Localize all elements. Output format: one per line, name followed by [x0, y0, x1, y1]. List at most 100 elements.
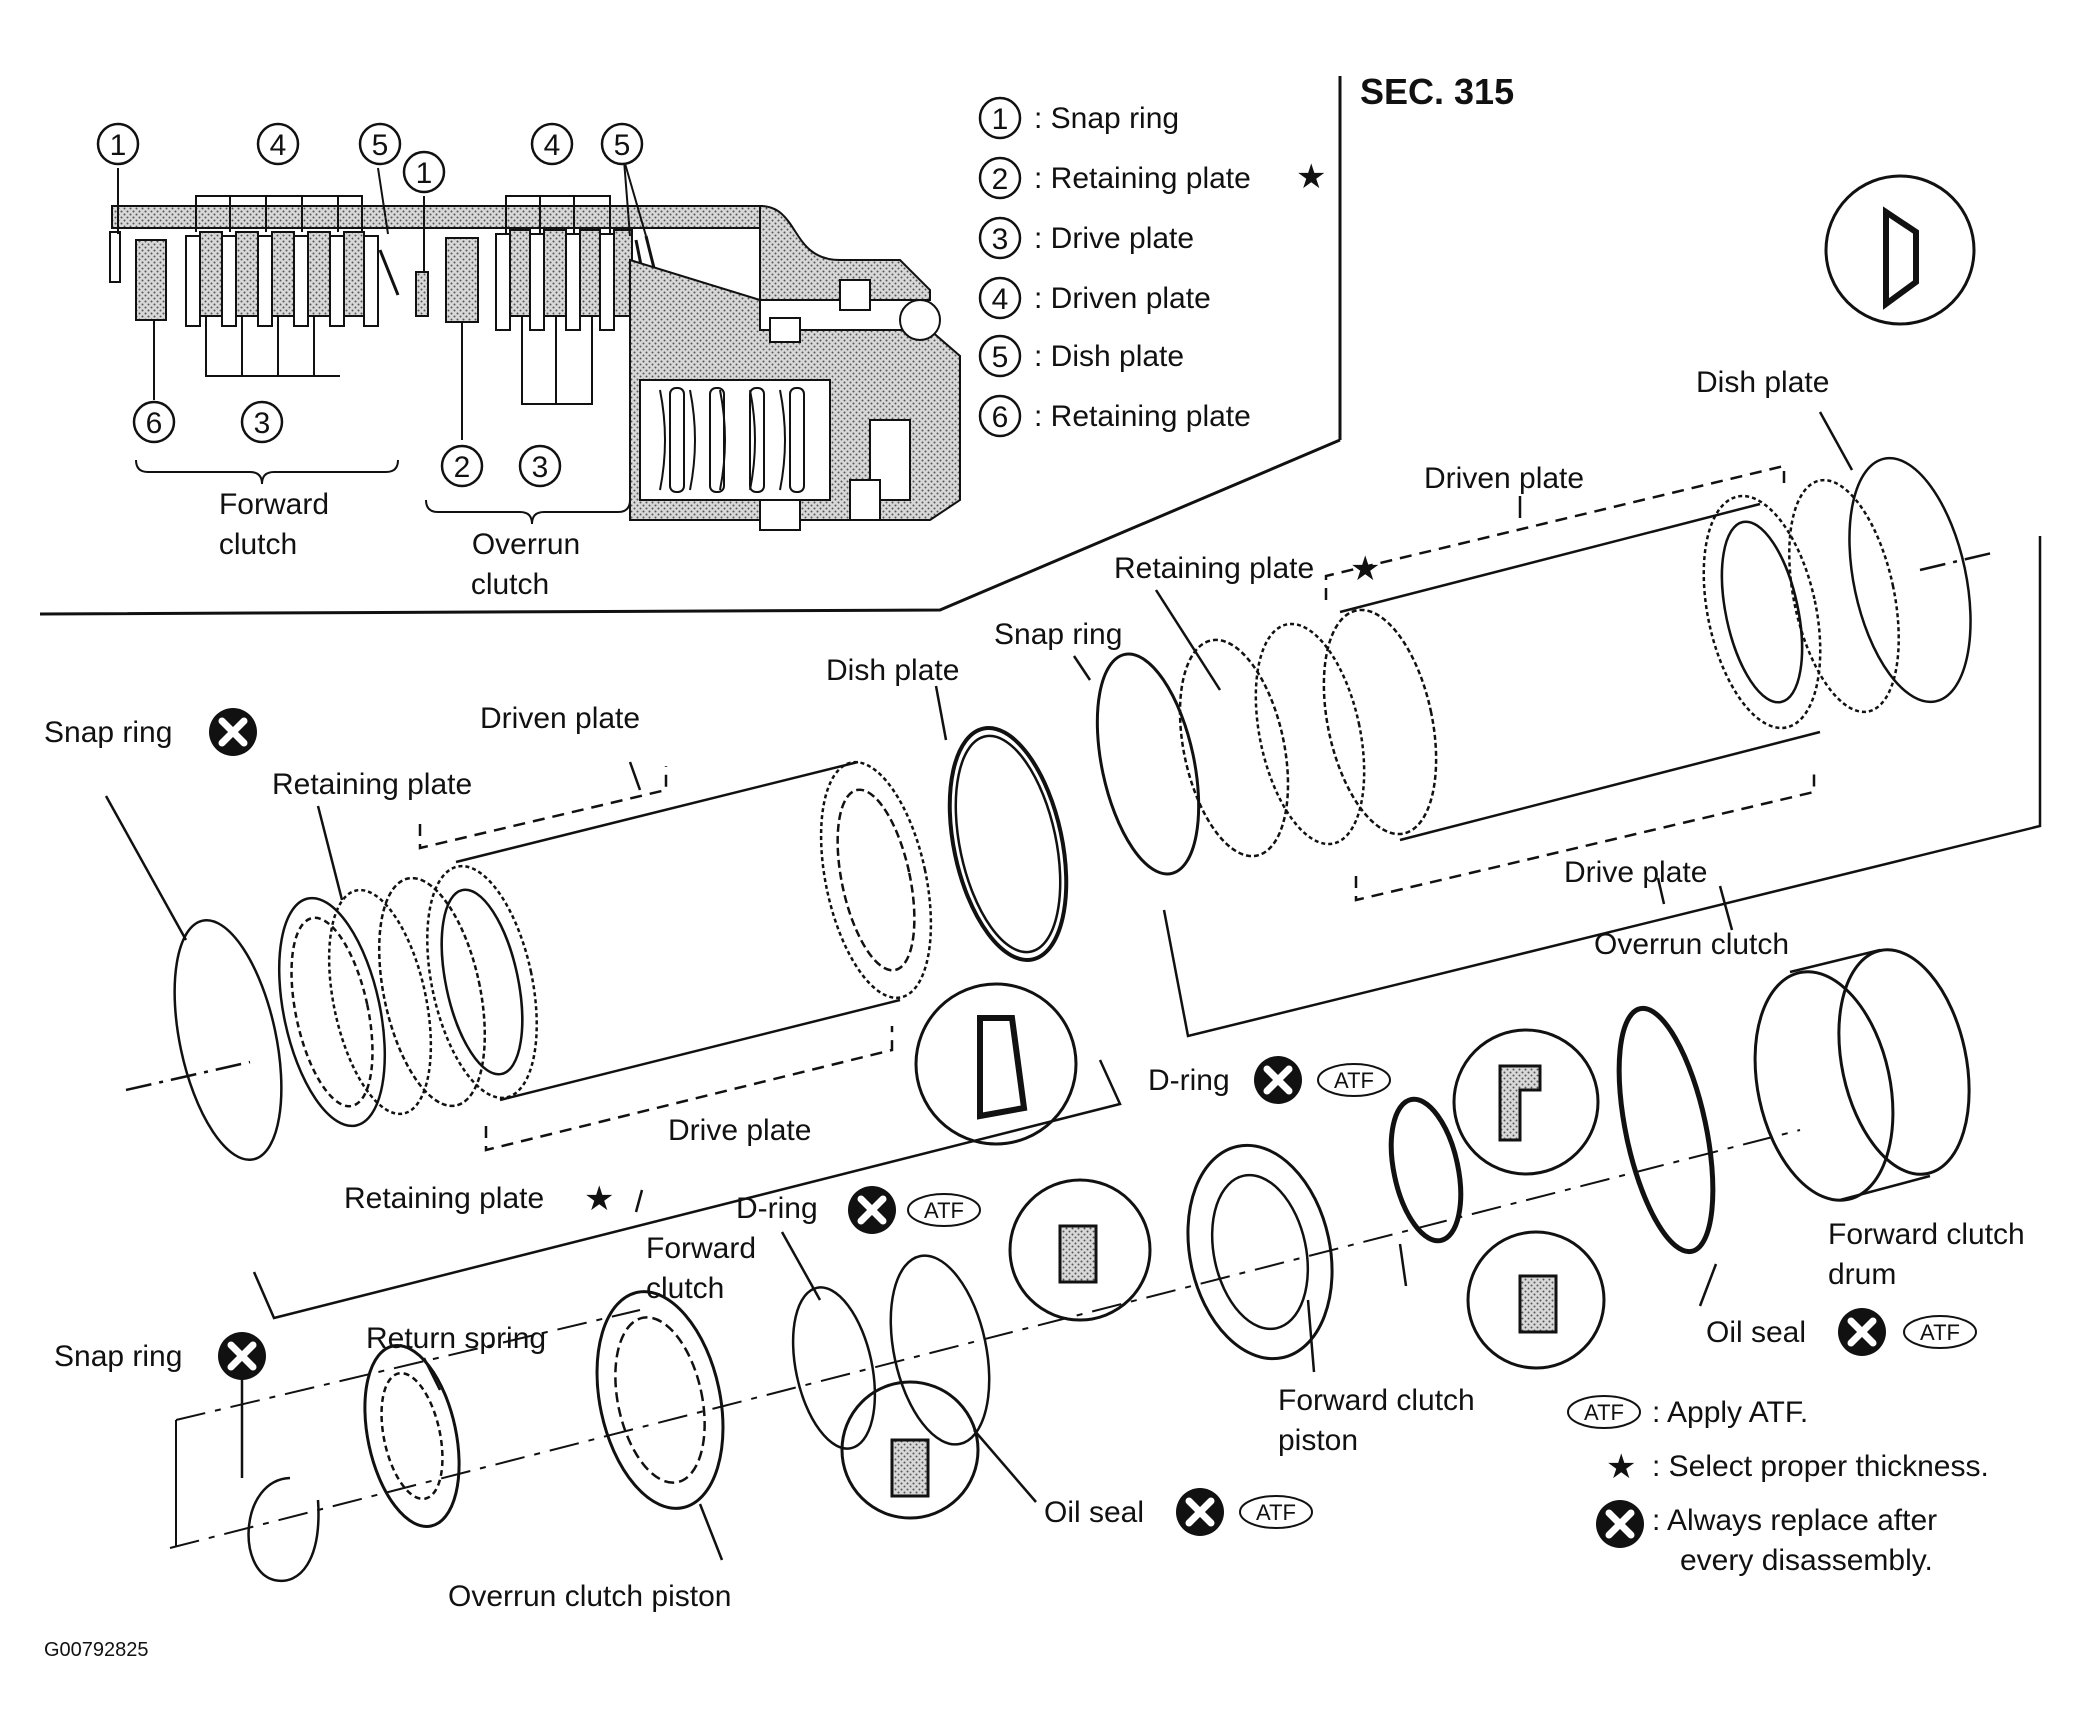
label-snap-ring-top: Snap ring [44, 716, 172, 749]
replace-icon [848, 1186, 896, 1234]
inset-forward-clutch-label1: Forward [219, 488, 329, 521]
svg-text:: Dish plate: : Dish plate [1034, 340, 1184, 373]
svg-text:1: 1 [992, 103, 1009, 136]
replace-icon [209, 708, 257, 756]
label-driven-plate-left: Driven plate [480, 702, 640, 735]
svg-text:: Driven plate: : Driven plate [1034, 282, 1211, 315]
d-ring-lower-part [791, 1286, 877, 1450]
star-icon: ★ [584, 1180, 614, 1218]
svg-text:: Retaining plate: : Retaining plate [1034, 400, 1251, 433]
label-snap-ring-mid: Snap ring [994, 618, 1122, 651]
svg-text:3: 3 [992, 223, 1009, 256]
legend-item-2: 2 : Retaining plate ★ [978, 156, 1326, 200]
label-dish-plate-mid: Dish plate [826, 654, 959, 687]
inset-callouts: 1 4 5 1 4 5 6 3 2 3 [96, 122, 644, 488]
replace-icon [1596, 1500, 1644, 1548]
svg-text:ATF: ATF [1920, 1320, 1960, 1345]
oil-seal-mid-part [889, 1254, 991, 1446]
callout-4b: 4 [530, 122, 574, 166]
detail-bubble-oilseal-mid [840, 1380, 980, 1520]
label-d-ring-lower: D-ring [736, 1192, 818, 1225]
svg-text:3: 3 [532, 451, 549, 484]
forward-clutch-pack [125, 726, 1069, 1162]
svg-text:6: 6 [146, 407, 163, 440]
exploded-labels: Snap ring Retaining plate Driven plate D… [44, 366, 2025, 1613]
callout-5b: 5 [600, 122, 644, 166]
label-forward-clutch-2: clutch [646, 1272, 724, 1305]
svg-text:4: 4 [992, 283, 1009, 316]
atf-badge: ATF [1239, 1495, 1313, 1529]
overrun-piston-part [595, 1290, 725, 1510]
label-snap-ring-bottom: Snap ring [54, 1340, 182, 1373]
svg-text:5: 5 [614, 129, 631, 162]
atf-badge: ATF [907, 1193, 981, 1227]
svg-text:2: 2 [454, 451, 471, 484]
replace-icon [1176, 1488, 1224, 1536]
svg-text:4: 4 [270, 129, 287, 162]
label-drive-plate-right: Drive plate [1564, 856, 1707, 889]
replace-icon [1254, 1056, 1302, 1104]
star-icon: ★ [1606, 1448, 1636, 1486]
legend: 1 : Snap ring 2 : Retaining plate ★ 3 : … [978, 96, 1326, 438]
notes-key: ATF : Apply ATF. ★ : Select proper thick… [1567, 1395, 1989, 1577]
figure-id: G00792825 [44, 1639, 149, 1661]
callout-3: 3 [240, 400, 284, 444]
overrun-clutch-brace [425, 499, 631, 525]
label-driven-plate-right: Driven plate [1424, 462, 1584, 495]
oil-seal-right-part [1616, 1005, 1716, 1255]
svg-text:: Snap ring: : Snap ring [1034, 102, 1179, 135]
callout-4: 4 [256, 122, 300, 166]
svg-text:: Retaining plate: : Retaining plate [1034, 162, 1251, 195]
svg-text:: Drive plate: : Drive plate [1034, 222, 1194, 255]
note-always-replace-2: every disassembly. [1680, 1544, 1933, 1577]
forward-clutch-bracket [252, 1059, 1122, 1320]
legend-item-3: 3 : Drive plate [978, 216, 1194, 260]
exploded-view [104, 174, 2042, 1583]
inset-forward-plates [109, 167, 400, 400]
note-always-replace-1: : Always replace after [1652, 1504, 1937, 1537]
star-icon: ★ [1296, 158, 1326, 196]
detail-bubble-dring-upper [1452, 1028, 1600, 1176]
forward-clutch-brace [135, 459, 399, 485]
note-apply-atf: : Apply ATF. [1652, 1396, 1808, 1429]
label-dish-plate-right: Dish plate [1696, 366, 1829, 399]
overrun-clutch-pack [1095, 456, 1997, 902]
label-retaining-plate-bottom: Retaining plate [344, 1182, 544, 1215]
label-overrun-clutch: Overrun clutch [1594, 928, 1789, 961]
atf-badge: ATF [1567, 1395, 1641, 1429]
label-forward-clutch-1: Forward [646, 1232, 756, 1265]
inset-overrun-clutch-label1: Overrun [472, 528, 580, 561]
legend-item-4: 4 : Driven plate [978, 276, 1211, 320]
inset-piston-housing [629, 258, 961, 531]
star-icon: ★ [1350, 550, 1380, 588]
callout-1: 1 [96, 122, 140, 166]
label-oil-seal-right: Oil seal [1706, 1316, 1806, 1349]
overrun-clutch-bracket [1162, 536, 2042, 1038]
inset-forward-clutch-label2: clutch [219, 528, 297, 561]
svg-text:ATF: ATF [1256, 1500, 1296, 1525]
svg-text:5: 5 [372, 129, 389, 162]
svg-text:ATF: ATF [1584, 1400, 1624, 1425]
label-oil-seal-mid: Oil seal [1044, 1496, 1144, 1529]
label-forward-clutch-piston-1: Forward clutch [1278, 1384, 1475, 1417]
label-retaining-plate-mid: Retaining plate [1114, 552, 1314, 585]
svg-text:3: 3 [254, 407, 271, 440]
label-overrun-clutch-piston: Overrun clutch piston [448, 1580, 731, 1613]
label-d-ring-upper: D-ring [1148, 1064, 1230, 1097]
return-spring-part [363, 1344, 461, 1528]
detail-bubble-oilseal-right [1466, 1230, 1606, 1370]
label-forward-clutch-piston-2: piston [1278, 1424, 1358, 1457]
inset-overrun-plates [415, 159, 664, 440]
replace-icon [1838, 1308, 1886, 1356]
forward-clutch-drum-part [1753, 970, 1895, 1202]
legend-item-6: 6 : Retaining plate [978, 394, 1251, 438]
section-title: SEC. 315 [1360, 71, 1514, 112]
callout-2: 2 [440, 444, 484, 488]
forward-clutch-piston-part [1186, 1143, 1334, 1361]
snap-ring-part [247, 1476, 320, 1583]
svg-text:2: 2 [992, 163, 1009, 196]
note-select-thickness: : Select proper thickness. [1652, 1450, 1989, 1483]
callout-6: 6 [132, 400, 176, 444]
svg-text:4: 4 [544, 129, 561, 162]
